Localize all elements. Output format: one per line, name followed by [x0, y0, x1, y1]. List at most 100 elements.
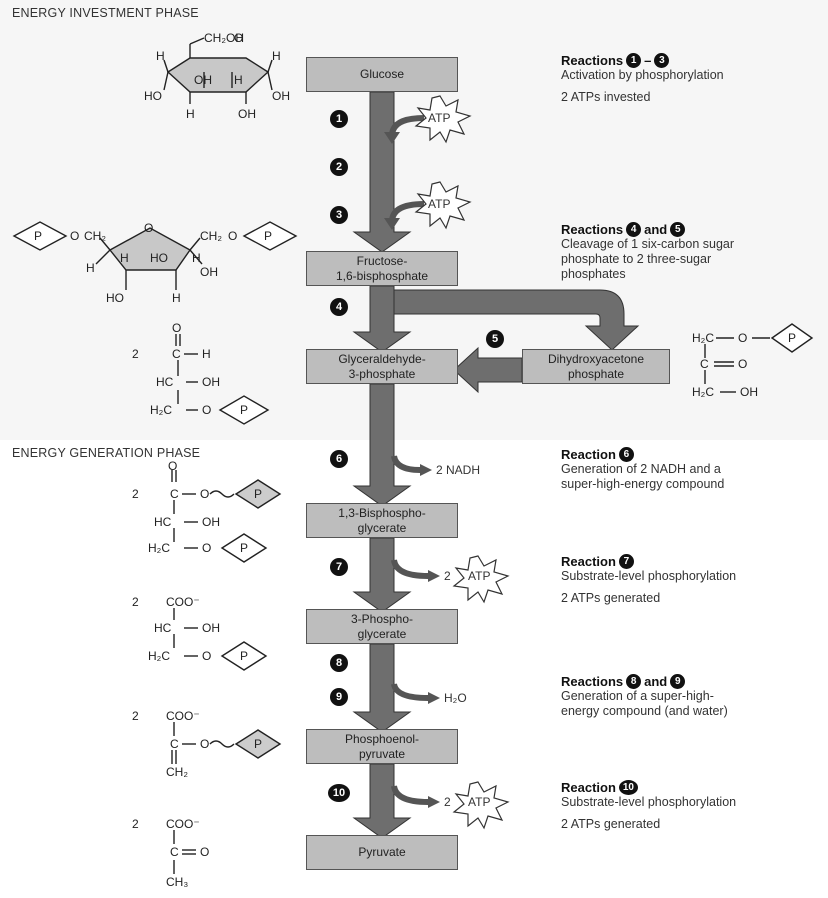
svg-text:2: 2 — [132, 817, 139, 831]
svg-text:O: O — [202, 541, 211, 555]
svg-text:CH₂: CH₂ — [200, 229, 222, 243]
step-4-badge: 4 — [330, 298, 348, 316]
atp-label-step1: ATP — [428, 111, 450, 125]
step-8-badge: 8 — [330, 654, 348, 672]
step-5-badge: 5 — [486, 330, 504, 348]
svg-text:OH: OH — [200, 265, 218, 279]
nadh-out-arrow — [391, 455, 421, 473]
pyruvate-structure — [173, 830, 196, 874]
svg-text:O: O — [738, 331, 747, 345]
atp-burst-step3 — [414, 181, 472, 230]
bisphosphoglycerate-box: 1,3-Bisphospho-glycerate — [306, 503, 458, 538]
nadh-label: 2 NADH — [436, 463, 480, 477]
glyceraldehyde-3-phosphate-box: Glyceraldehyde-3-phosphate — [306, 349, 458, 384]
phosphoenolpyruvate-box: Phosphoenol-pyruvate — [306, 729, 458, 764]
atp-out-arrow-10 — [391, 785, 429, 805]
svg-text:OH: OH — [202, 375, 220, 389]
svg-text:P: P — [240, 541, 248, 555]
svg-text:H₂C: H₂C — [148, 649, 170, 663]
svg-text:C: C — [172, 347, 181, 361]
svg-text:P: P — [240, 403, 248, 417]
water-label: H₂O — [444, 691, 467, 705]
step-9-badge: 9 — [330, 688, 348, 706]
svg-text:CH₂: CH₂ — [84, 229, 106, 243]
svg-text:O: O — [144, 221, 153, 235]
svg-text:2: 2 — [132, 487, 139, 501]
svg-text:COO⁻: COO⁻ — [166, 709, 200, 723]
svg-text:O: O — [200, 845, 209, 859]
svg-text:HO: HO — [150, 251, 168, 265]
glucose-structure — [163, 37, 273, 104]
3-phosphoglycerate-box: 3-Phospho-glycerate — [306, 609, 458, 644]
svg-text:H: H — [120, 251, 129, 265]
svg-text:HC: HC — [154, 621, 172, 635]
fructose-bisphosphate-box: Fructose-1,6-bisphosphate — [306, 251, 458, 286]
arrow-pep-to-pyruvate — [352, 763, 412, 839]
svg-text:C: C — [170, 487, 179, 501]
bpg-structure — [171, 470, 282, 563]
svg-text:O: O — [200, 487, 209, 501]
svg-text:2: 2 — [132, 595, 139, 609]
svg-text:CH₂OH: CH₂OH — [204, 31, 244, 45]
svg-text:2: 2 — [132, 709, 139, 723]
svg-text:HO: HO — [144, 89, 162, 103]
atp-two-step7: 2 — [444, 569, 451, 583]
svg-text:OH: OH — [202, 621, 220, 635]
svg-text:H₂C: H₂C — [150, 403, 172, 417]
svg-text:P: P — [34, 229, 42, 243]
svg-text:P: P — [788, 331, 796, 345]
svg-text:CH₃: CH₃ — [166, 875, 188, 889]
step-1-badge: 1 — [330, 110, 348, 128]
atp-label-step3: ATP — [428, 197, 450, 211]
glucose-box: Glucose — [306, 57, 458, 92]
step-3-badge: 3 — [330, 206, 348, 224]
step-6-badge: 6 — [330, 450, 348, 468]
arrow-bpg-to-3pg — [352, 537, 412, 613]
3pg-structure — [173, 608, 268, 671]
svg-text:O: O — [202, 403, 211, 417]
svg-text:H: H — [272, 49, 281, 63]
svg-text:OH: OH — [194, 73, 212, 87]
svg-text:O: O — [202, 649, 211, 663]
dhap-structure — [704, 323, 814, 393]
atp-label-step10: ATP — [468, 795, 490, 809]
svg-text:P: P — [264, 229, 272, 243]
svg-text:COO⁻: COO⁻ — [166, 595, 200, 609]
svg-text:H: H — [86, 261, 95, 275]
arrow-f16bp-to-dhap — [393, 289, 640, 351]
pyruvate-box: Pyruvate — [306, 835, 458, 870]
svg-text:O: O — [70, 229, 79, 243]
fructose-bisphosphate-structure — [12, 221, 298, 290]
svg-text:O: O — [228, 229, 237, 243]
svg-text:H: H — [186, 107, 195, 121]
svg-text:2: 2 — [132, 347, 139, 361]
svg-text:OH: OH — [740, 385, 758, 399]
pep-structure — [171, 722, 282, 764]
svg-text:OH: OH — [238, 107, 256, 121]
arrow-dhap-to-g3p — [453, 346, 523, 394]
water-out-arrow — [391, 683, 429, 701]
step-2-badge: 2 — [330, 158, 348, 176]
svg-text:HC: HC — [156, 375, 174, 389]
svg-text:H: H — [192, 251, 201, 265]
g3p-structure — [175, 334, 270, 425]
svg-text:HO: HO — [106, 291, 124, 305]
svg-text:C: C — [170, 845, 179, 859]
svg-text:P: P — [254, 737, 262, 751]
svg-text:H₂C: H₂C — [692, 385, 714, 399]
svg-text:H: H — [156, 49, 165, 63]
atp-two-step10: 2 — [444, 795, 451, 809]
atp-burst-step7 — [452, 555, 510, 604]
step-7-badge: 7 — [330, 558, 348, 576]
atp-burst-step1 — [414, 95, 472, 144]
svg-text:H: H — [202, 347, 211, 361]
arrow-3pg-to-pep — [352, 643, 412, 733]
